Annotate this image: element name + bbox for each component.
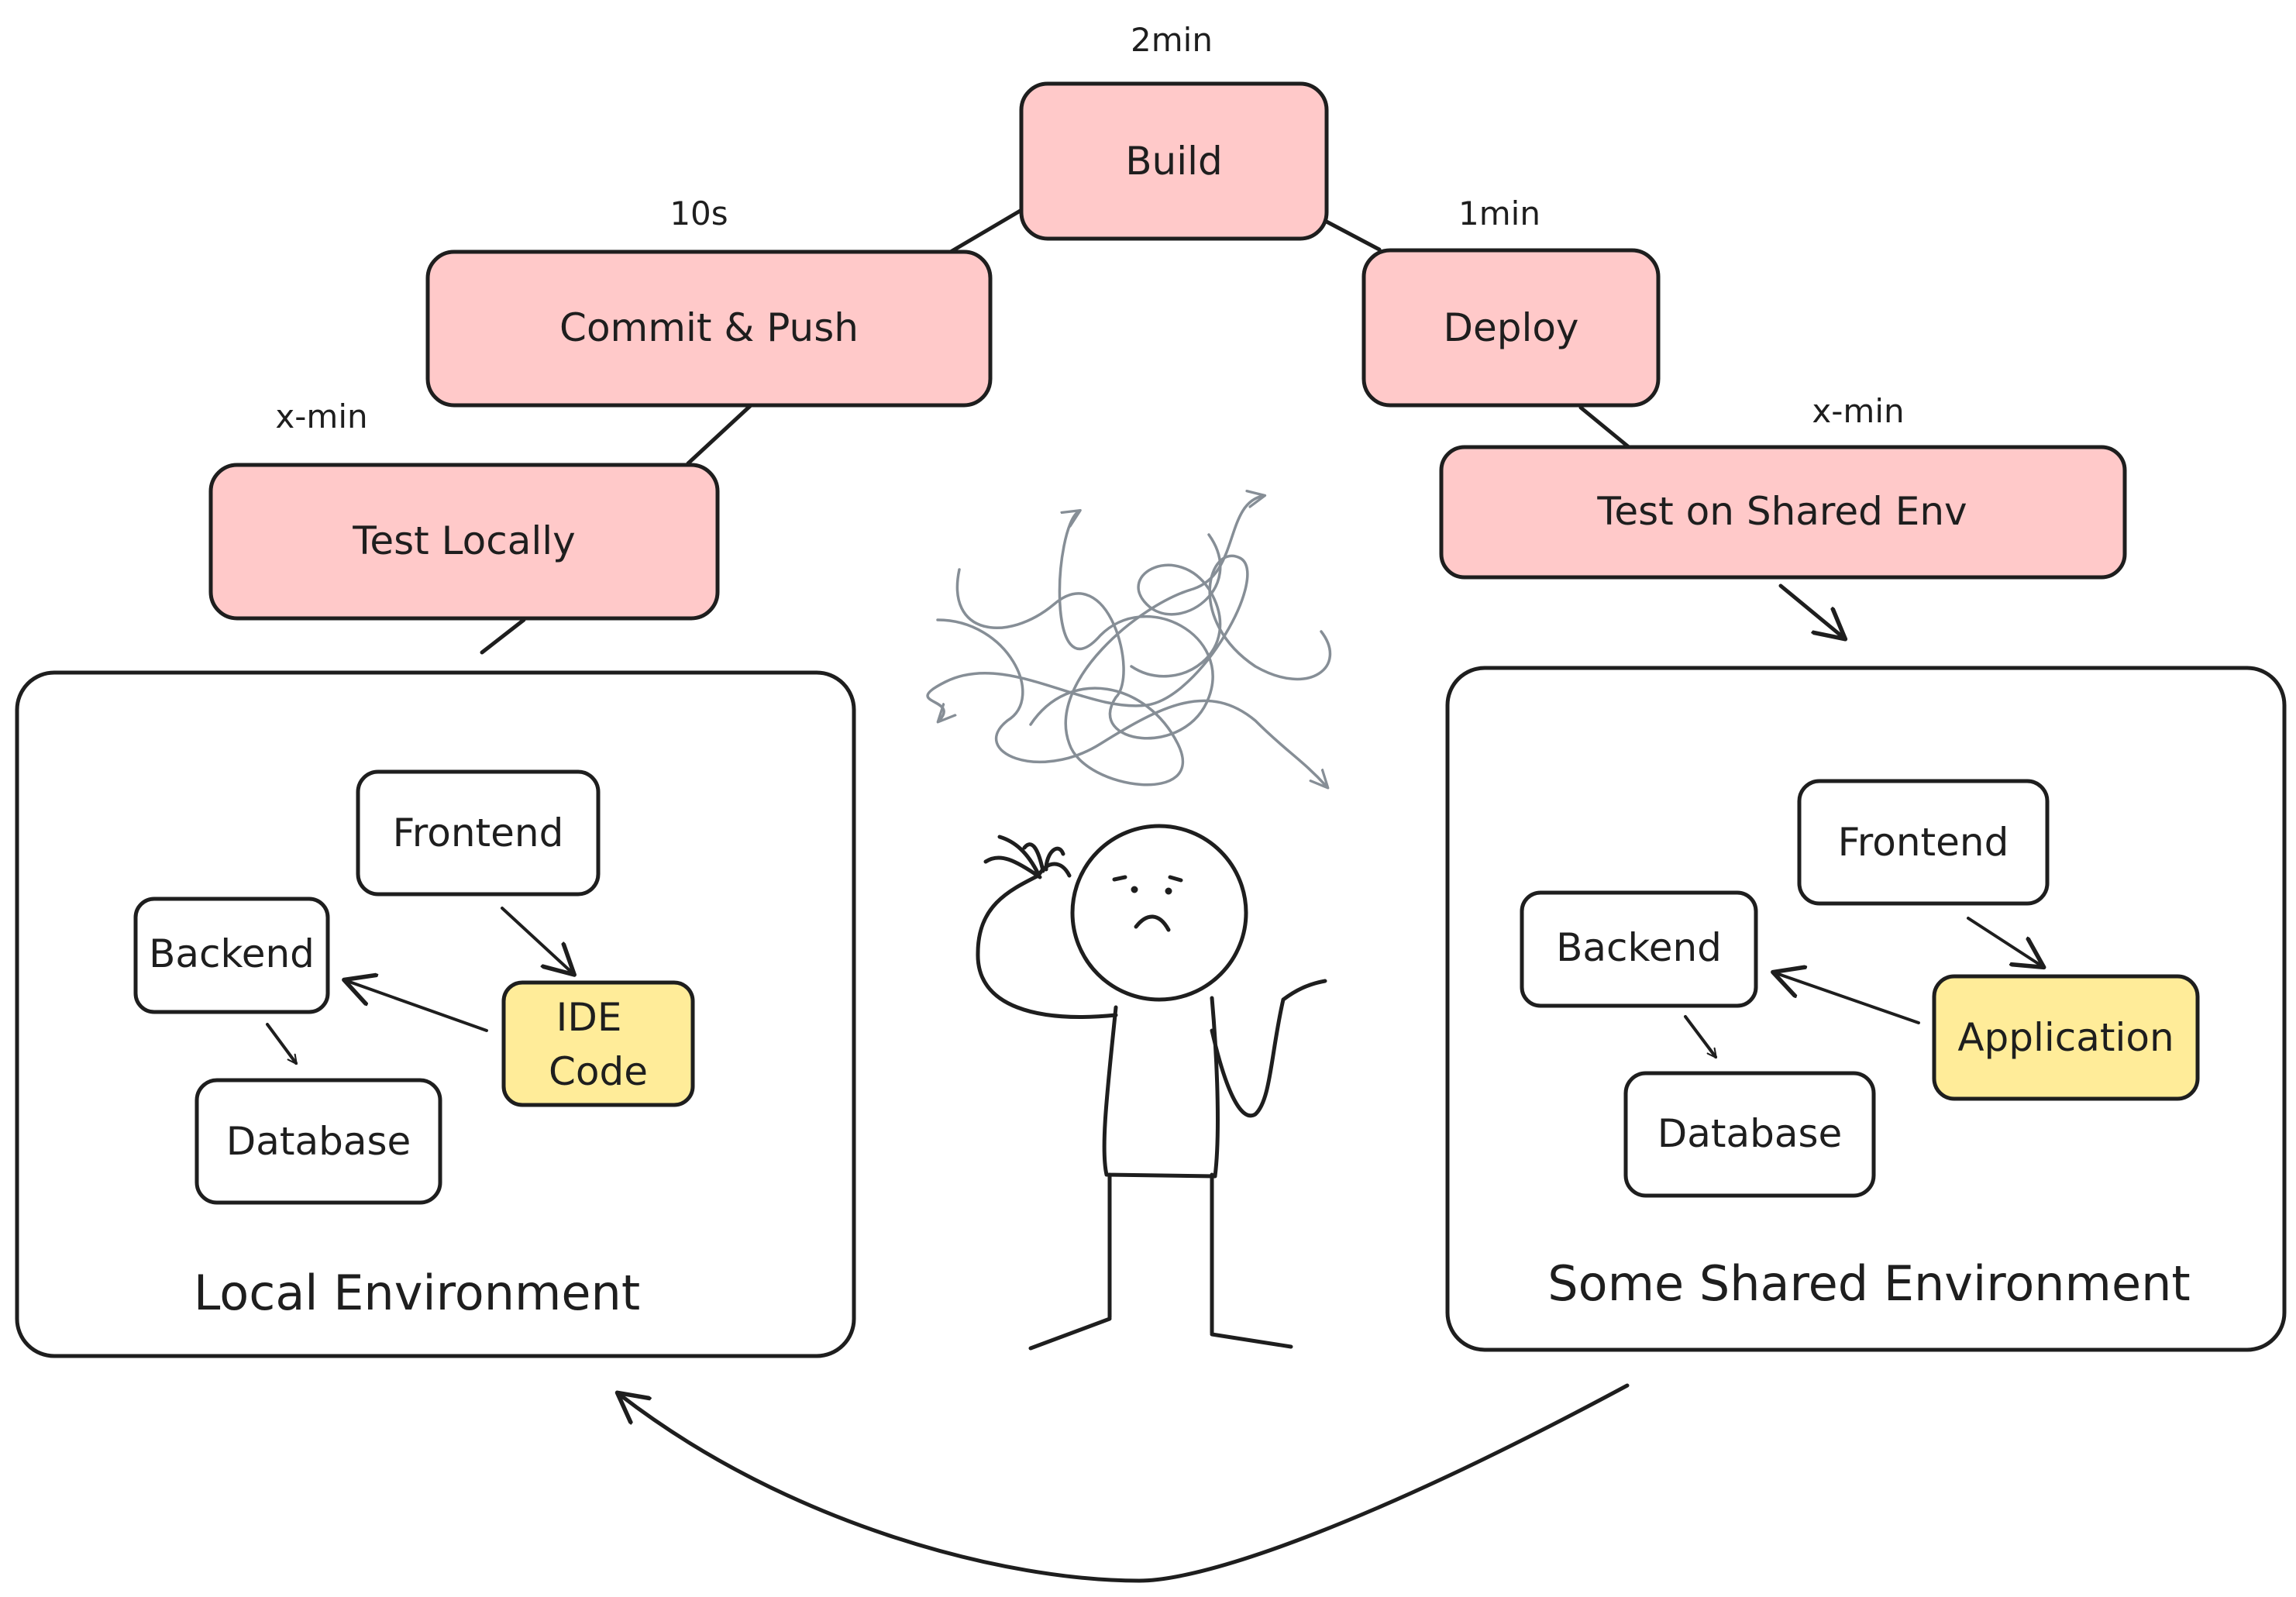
scribble-arrow-5	[1130, 533, 1222, 678]
step-test-shared-box	[1439, 445, 2127, 580]
step-build-box	[1019, 81, 1329, 241]
shared-frontend: Frontend	[1797, 779, 2050, 906]
shared-backend: Backend	[1520, 890, 1758, 1008]
arrow-shared-to-env	[1778, 583, 1843, 637]
figure-arm-shrug	[1210, 979, 1327, 1118]
scribble-arrow-3	[1029, 496, 1263, 786]
step-deploy-label: Deploy	[1443, 305, 1578, 350]
step-deploy: Deploy 1min	[1361, 194, 1661, 408]
step-test-locally-time: x-min	[275, 398, 367, 435]
shared-env-title: Some Shared Environment	[1547, 1255, 2190, 1312]
step-test-shared-label: Test on Shared Env	[1596, 489, 1967, 534]
arrow-backend-to-database	[266, 1023, 298, 1065]
local-database-box	[194, 1078, 442, 1205]
return-arrow	[620, 1383, 1630, 1583]
arrow-frontend-to-code	[501, 907, 572, 972]
step-build-time: 2min	[1131, 21, 1213, 59]
shared-backend-box	[1520, 890, 1758, 1008]
shared-arrows	[1684, 917, 2041, 1059]
figure-hand-fingers	[983, 835, 1065, 879]
figure-foot-left	[1028, 1316, 1112, 1351]
shared-database: Database	[1623, 1071, 1876, 1198]
shared-application-box	[1932, 974, 2200, 1101]
arrow-code-to-backend	[347, 981, 488, 1032]
figure-eye-left	[1131, 886, 1138, 893]
step-build: Build 2min	[1019, 21, 1329, 241]
figure-body	[1102, 996, 1220, 1179]
shared-database-box	[1623, 1071, 1876, 1198]
local-backend-label: Backend	[149, 931, 315, 976]
local-ide-label: IDE	[556, 995, 622, 1040]
shared-application-label: Application	[1957, 1015, 2174, 1060]
connector-commit-build	[947, 207, 1025, 255]
step-test-locally-label: Test Locally	[352, 518, 575, 563]
cycle-connectors	[480, 207, 1843, 655]
local-code-label: Code	[549, 1049, 648, 1094]
connector-test-localenv	[480, 618, 526, 655]
step-commit-push: Commit & Push 10s	[425, 194, 993, 408]
arrow-application-to-backend	[1776, 973, 1920, 1024]
shared-backend-label: Backend	[1556, 925, 1722, 970]
connector-build-deploy	[1323, 219, 1382, 252]
step-test-shared: Test on Shared Env x-min	[1439, 392, 2127, 580]
tangled-arrows-icon	[926, 496, 1332, 786]
figure-eyebrow-right	[1168, 875, 1183, 883]
step-deploy-time: 1min	[1458, 194, 1540, 232]
local-env-title: Local Environment	[194, 1265, 640, 1321]
local-frontend-label: Frontend	[393, 811, 564, 855]
figure-eye-right	[1165, 887, 1172, 895]
scribble-arrow-4	[936, 618, 1327, 786]
arrow-frontend-to-application	[1967, 917, 2041, 965]
step-commit-push-box	[425, 250, 993, 408]
step-build-label: Build	[1125, 139, 1223, 184]
scribble-arrow-2	[926, 554, 1332, 721]
local-frontend-box	[356, 769, 601, 897]
arrow-backend-to-database-shared	[1684, 1015, 1717, 1059]
local-ide-code-box	[501, 980, 695, 1107]
local-database: Database	[194, 1078, 442, 1205]
figure-foot-right	[1210, 1332, 1293, 1349]
shared-frontend-box	[1797, 779, 2050, 906]
step-commit-push-time: 10s	[670, 194, 728, 232]
scribble-arrow-1	[955, 511, 1214, 740]
local-environment: Frontend Backend Database IDE Code Local…	[15, 670, 856, 1358]
figure-head	[1070, 824, 1248, 1002]
local-ide-code: IDE Code	[501, 980, 695, 1107]
step-test-locally-box	[208, 463, 720, 621]
step-test-locally: Test Locally x-min	[208, 398, 720, 621]
step-test-shared-time: x-min	[1812, 392, 1904, 430]
shared-database-label: Database	[1657, 1111, 1843, 1156]
figure-mouth	[1134, 914, 1171, 932]
shared-application: Application	[1932, 974, 2200, 1101]
step-commit-push-label: Commit & Push	[559, 305, 859, 350]
figure-eyebrow-left	[1112, 875, 1127, 882]
shared-frontend-label: Frontend	[1838, 820, 2009, 865]
local-database-label: Database	[226, 1119, 411, 1164]
local-frontend: Frontend	[356, 769, 601, 897]
confused-stick-figure-icon	[976, 824, 1327, 1351]
shared-environment: Frontend Backend Database Application So…	[1445, 666, 2287, 1352]
local-arrows	[266, 907, 572, 1065]
local-backend: Backend	[133, 897, 330, 1014]
step-deploy-box	[1361, 248, 1661, 408]
local-backend-box	[133, 897, 330, 1014]
connector-deploy-shared	[1578, 405, 1631, 449]
connector-commit-test	[686, 404, 752, 466]
